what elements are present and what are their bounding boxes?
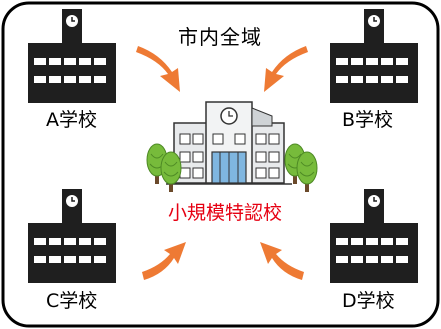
area-title: 市内全域 [178,25,262,49]
arrow-c-icon [142,242,186,280]
school-a-label: A学校 [46,109,97,131]
school-d-label: D学校 [342,290,395,312]
center-school-icon [166,101,292,185]
school-c-label: C学校 [46,290,98,312]
arrow-d-icon [260,242,304,280]
arrow-b-icon [264,46,308,92]
center-school-label: 小規模特認校 [167,202,282,224]
arrow-a-icon [136,46,180,92]
school-b-label: B学校 [342,109,394,131]
